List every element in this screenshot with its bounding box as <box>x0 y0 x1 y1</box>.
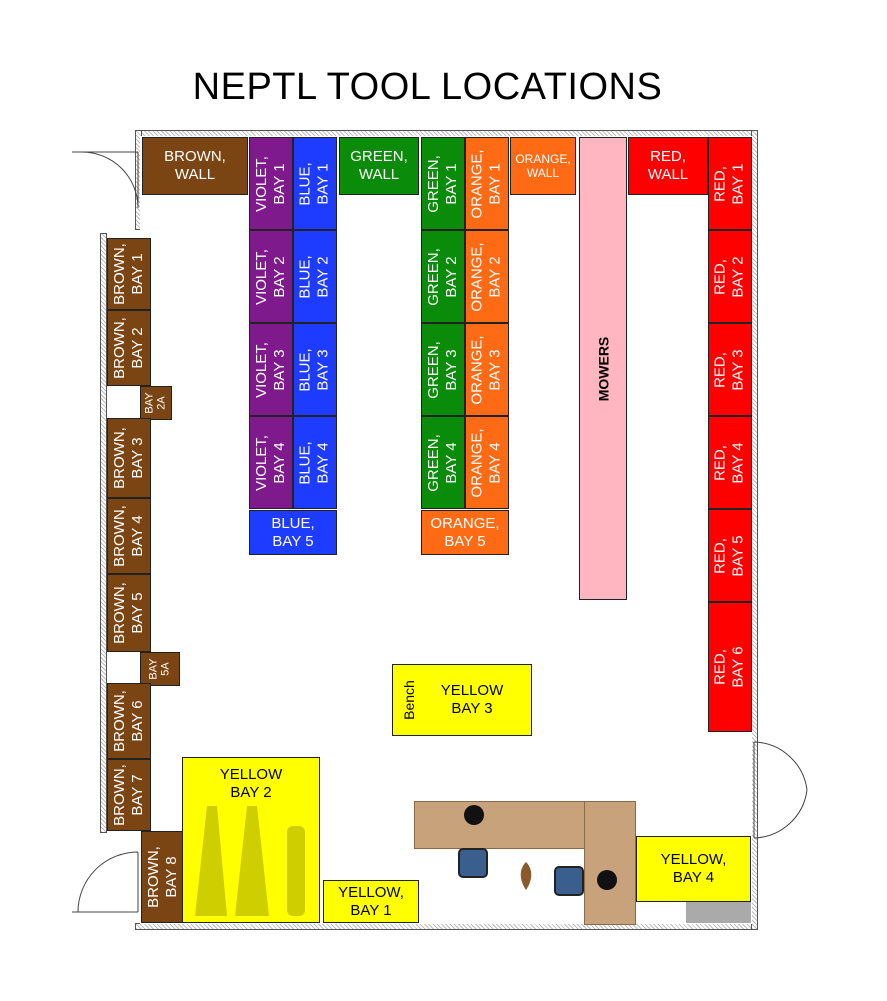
office-chair-icon <box>458 848 488 878</box>
violet-bay-1[interactable]: VIOLET,BAY 1 <box>249 137 293 230</box>
desk-side <box>584 801 636 925</box>
brown-bay-5[interactable]: BROWN,BAY 5 <box>107 574 151 652</box>
green-wall[interactable]: GREEN,WALL <box>339 137 419 195</box>
red-bay-6[interactable]: RED,BAY 6 <box>708 602 752 732</box>
bench-label: Bench <box>401 680 418 720</box>
green-bay-2[interactable]: GREEN,BAY 2 <box>421 230 465 323</box>
brown-bay-6[interactable]: BROWN,BAY 6 <box>107 683 151 759</box>
red-bay-3[interactable]: RED,BAY 3 <box>708 323 752 416</box>
brown-bay-3[interactable]: BROWN,BAY 3 <box>107 418 151 498</box>
orange-bay-3[interactable]: ORANGE,BAY 3 <box>465 323 509 416</box>
blue-bay-3[interactable]: BLUE,BAY 3 <box>293 323 337 416</box>
door-right[interactable] <box>752 740 812 840</box>
page-title: NEPTL TOOL LOCATIONS <box>192 66 663 108</box>
orange-bay-4[interactable]: ORANGE,BAY 4 <box>465 416 509 509</box>
brown-bay-8[interactable]: BROWN,BAY 8 <box>141 831 185 923</box>
monitor-icon-2 <box>597 870 617 890</box>
dog-icon <box>520 862 532 890</box>
red-bay-1[interactable]: RED,BAY 1 <box>708 137 752 230</box>
wall-left-lower <box>100 233 107 833</box>
yellow-bay-4[interactable]: YELLOW,BAY 4 <box>636 836 751 902</box>
blue-bay-1[interactable]: BLUE,BAY 1 <box>293 137 337 230</box>
blue-bay-2[interactable]: BLUE,BAY 2 <box>293 230 337 323</box>
wall-bottom <box>135 923 758 930</box>
blue-bay-5[interactable]: BLUE,BAY 5 <box>249 510 337 555</box>
orange-bay-1[interactable]: ORANGE,BAY 1 <box>465 137 509 230</box>
green-bay-3[interactable]: GREEN,BAY 3 <box>421 323 465 416</box>
brown-wall[interactable]: BROWN,WALL <box>142 137 248 195</box>
monitor-icon <box>464 805 484 825</box>
brown-bay-7[interactable]: BROWN,BAY 7 <box>107 759 151 831</box>
red-bay-5[interactable]: RED,BAY 5 <box>708 509 752 602</box>
red-bay-2[interactable]: RED,BAY 2 <box>708 230 752 323</box>
brown-bay-1[interactable]: BROWN,BAY 1 <box>107 238 151 310</box>
office-chair-icon-2 <box>554 866 584 896</box>
green-bay-1[interactable]: GREEN,BAY 1 <box>421 137 465 230</box>
brown-bay-2[interactable]: BROWN,BAY 2 <box>107 310 151 386</box>
orange-wall[interactable]: ORANGE,WALL <box>510 137 576 195</box>
cart <box>686 902 751 923</box>
mowers-area[interactable]: MOWERS <box>579 137 627 600</box>
yellow-bay-1[interactable]: YELLOW,BAY 1 <box>323 880 419 923</box>
red-wall[interactable]: RED,WALL <box>628 137 708 195</box>
violet-bay-2[interactable]: VIOLET,BAY 2 <box>249 230 293 323</box>
tool-rack-icon <box>195 806 305 916</box>
violet-bay-3[interactable]: VIOLET,BAY 3 <box>249 323 293 416</box>
orange-bay-5[interactable]: ORANGE,BAY 5 <box>421 510 509 555</box>
brown-bay-4[interactable]: BROWN,BAY 4 <box>107 498 151 574</box>
door-top-left[interactable] <box>70 150 140 210</box>
violet-bay-4[interactable]: VIOLET,BAY 4 <box>249 416 293 509</box>
green-bay-4[interactable]: GREEN,BAY 4 <box>421 416 465 509</box>
door-bottom-left[interactable] <box>70 850 140 915</box>
blue-bay-4[interactable]: BLUE,BAY 4 <box>293 416 337 509</box>
red-bay-4[interactable]: RED,BAY 4 <box>708 416 752 509</box>
orange-bay-2[interactable]: ORANGE,BAY 2 <box>465 230 509 323</box>
